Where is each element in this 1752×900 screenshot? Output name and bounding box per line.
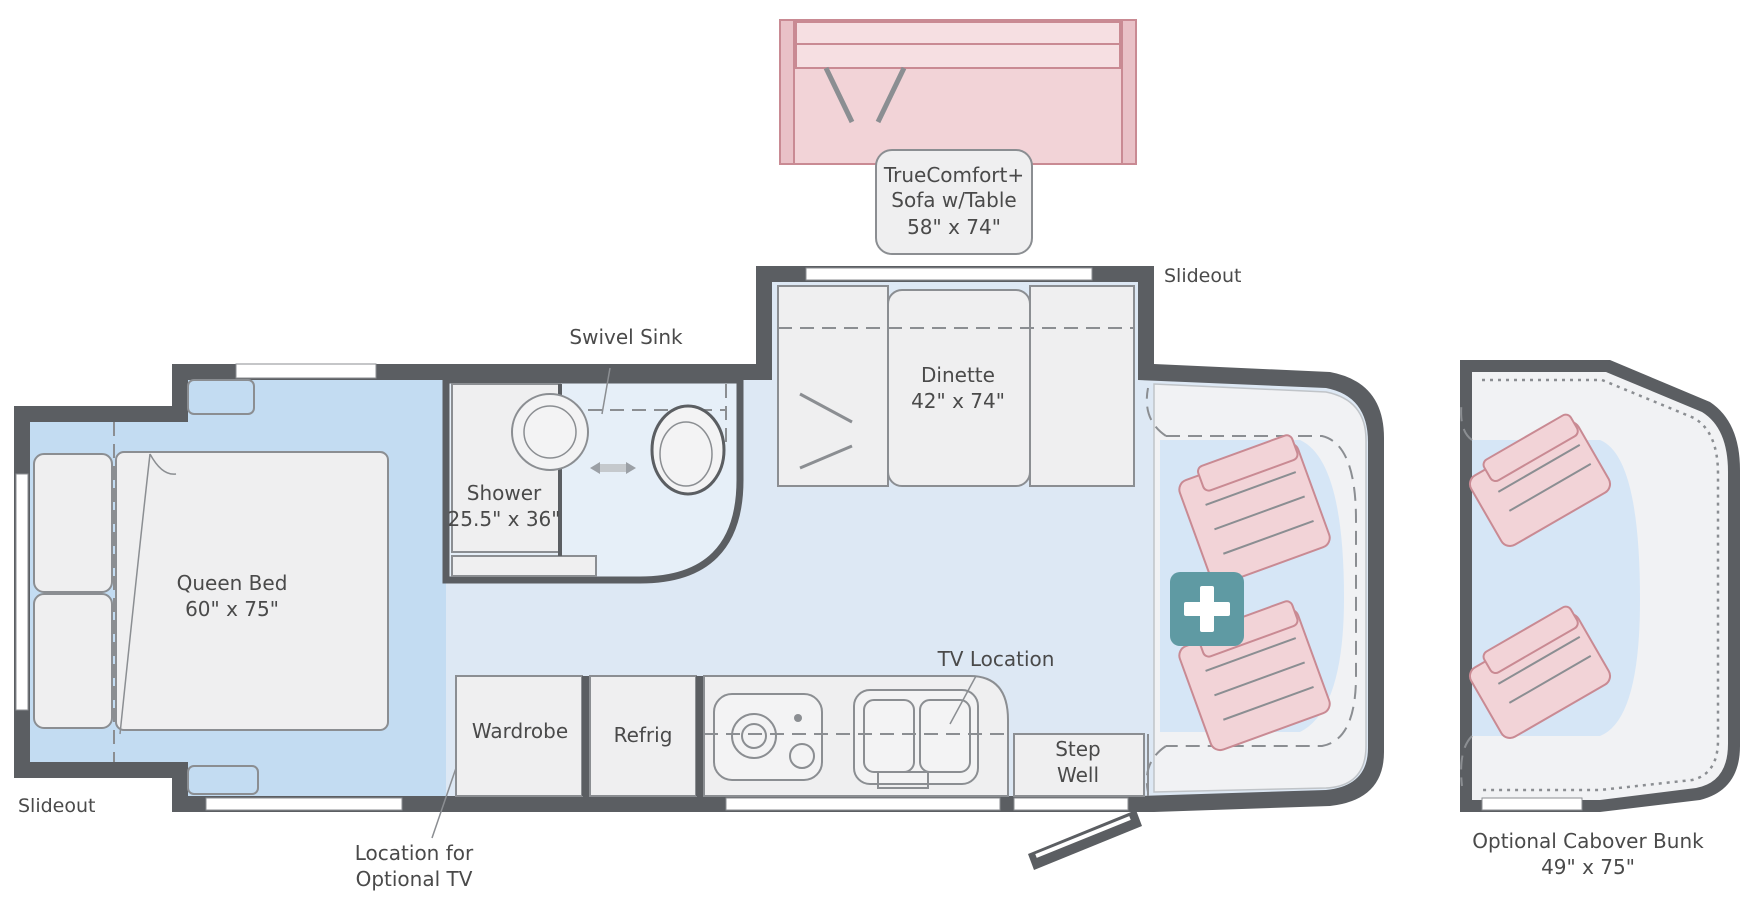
- bathroom: Shower 25.5" x 36" Swivel Sink: [442, 325, 744, 584]
- sofa-dimensions: 58" x 74": [907, 215, 1001, 239]
- sofa-slideout-unit: TrueComfort+ Sofa w/Table 58" x 74": [779, 19, 1137, 255]
- queen-bed-dimensions: 60" x 75": [185, 597, 279, 621]
- dinette-label: Dinette: [921, 363, 995, 387]
- shower-dimensions: 25.5" x 36": [448, 507, 561, 531]
- swivel-sink: [511, 393, 589, 471]
- wardrobe-label: Wardrobe: [472, 719, 568, 743]
- window-bedroom-top: [235, 363, 377, 379]
- rv-main-body: Queen Bed 60" x 75" Shower 25.5" x 36" S…: [14, 265, 1384, 891]
- cabover-dimensions: 49" x 75": [1541, 855, 1635, 879]
- sofa-label-line1: TrueComfort+: [883, 163, 1024, 187]
- slideout-left-label: Slideout: [18, 795, 95, 817]
- kitchen-sink: [853, 689, 979, 785]
- sofa-label-line2: Sofa w/Table: [891, 188, 1016, 212]
- entry-door: [1028, 810, 1142, 870]
- window-bedroom-bottom: [205, 797, 403, 811]
- queen-bed-label: Queen Bed: [177, 571, 288, 595]
- shower-label: Shower: [467, 481, 542, 505]
- dinette-table: [887, 289, 1031, 487]
- step-well-label-line1: Step: [1055, 737, 1101, 761]
- optional-cabover-bunk: Optional Cabover Bunk 49" x 75": [1460, 360, 1740, 879]
- window-kitchen: [725, 797, 1001, 811]
- dinette-dimensions: 42" x 74": [911, 389, 1005, 413]
- step-well: [1013, 733, 1145, 797]
- location-tv-line1: Location for: [355, 841, 474, 865]
- galley: Wardrobe Refrig TV Location Step Well: [455, 647, 1149, 797]
- tv-location-label: TV Location: [937, 647, 1055, 671]
- dinette-bench-right: [1029, 285, 1135, 487]
- dinette: Dinette 42" x 74": [777, 285, 1135, 487]
- refrig-label: Refrig: [614, 723, 673, 747]
- bed-pillow-1: [33, 453, 113, 593]
- location-tv-line2: Optional TV: [356, 867, 473, 891]
- window-door: [1013, 797, 1129, 811]
- dinette-bench-left: [777, 285, 889, 487]
- sofa-label-box: [875, 149, 1033, 255]
- slideout-top-label: Slideout: [1164, 265, 1241, 287]
- cab-seat-driver: [1178, 434, 1331, 586]
- queen-bed: Queen Bed 60" x 75": [33, 422, 389, 762]
- cabover-label: Optional Cabover Bunk: [1472, 829, 1704, 853]
- plus-icon-v: [1200, 586, 1214, 632]
- bed-pillow-2: [33, 593, 113, 729]
- swivel-sink-label: Swivel Sink: [569, 325, 683, 349]
- window-dinette: [805, 267, 1093, 281]
- toilet: [650, 404, 726, 496]
- step-well-label-line2: Well: [1057, 763, 1099, 787]
- expand-plus-button[interactable]: [1170, 572, 1244, 646]
- window-rear: [15, 473, 29, 711]
